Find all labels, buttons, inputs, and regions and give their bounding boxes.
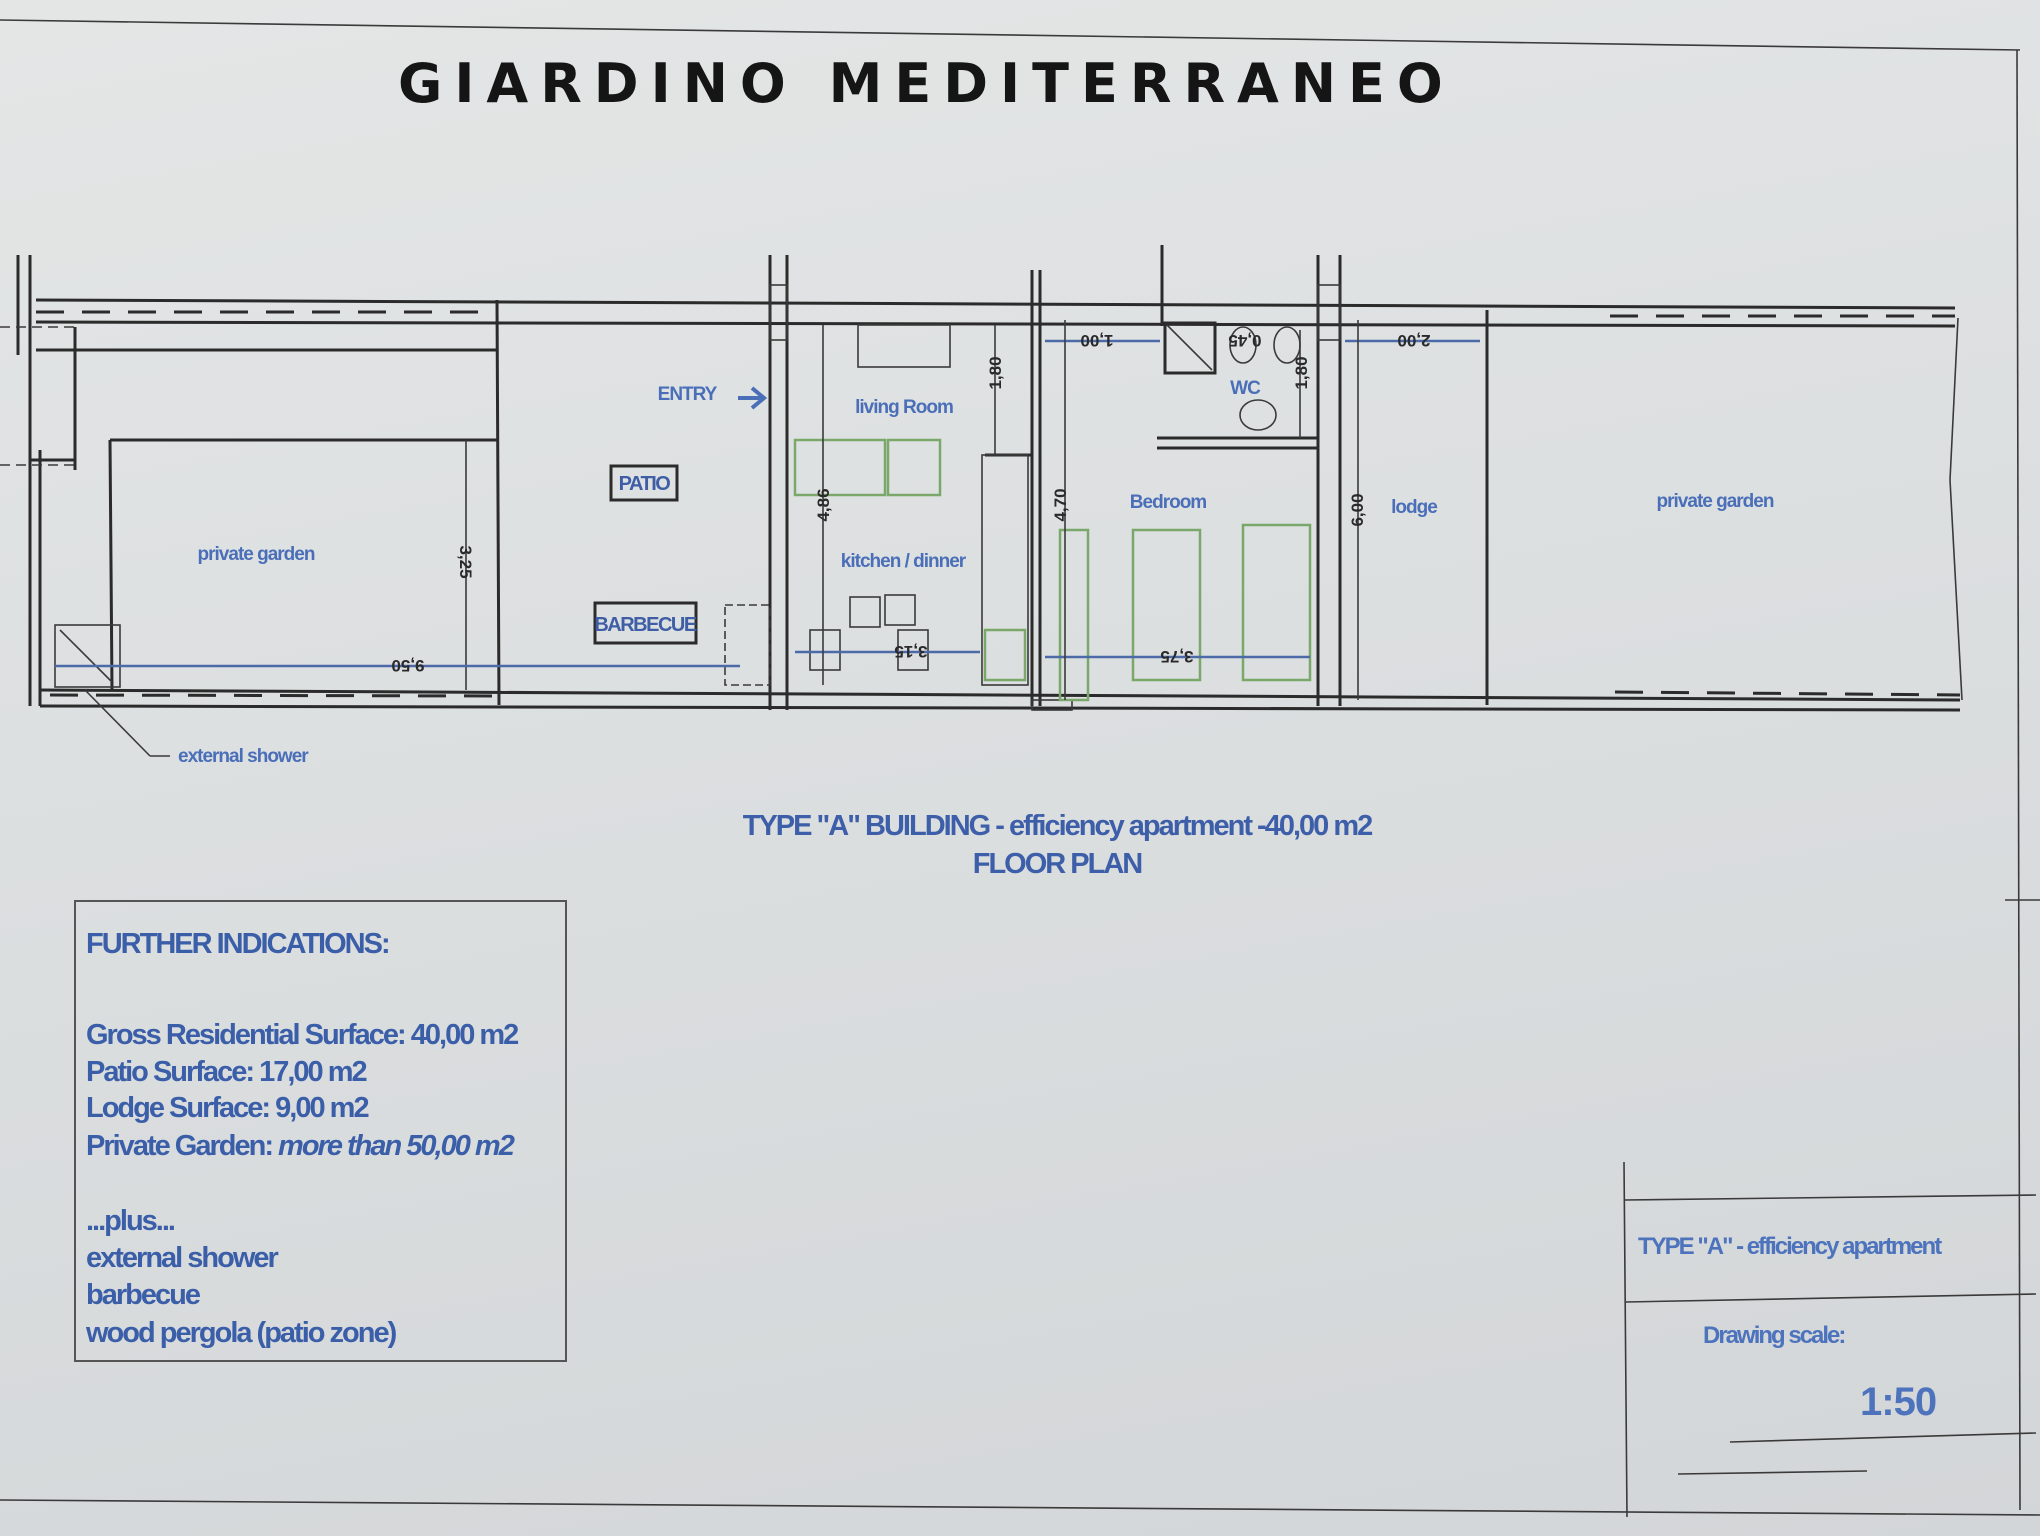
plus-line: ...plus... [86, 1205, 176, 1237]
patio-surface-value: 17,00 m2 [259, 1056, 368, 1088]
extra-item: external shower [86, 1242, 279, 1274]
furniture [54, 321, 1312, 757]
private-garden-value: more than 50,00 m2 [278, 1130, 515, 1162]
dim-lodge-depth: 6,00 [1348, 493, 1367, 526]
entry-label: ENTRY [658, 384, 718, 405]
dim-living-depth: 1,80 [986, 356, 1005, 389]
patio-surface-label: Patio Surface: [86, 1056, 255, 1088]
plan-subcaption: FLOOR PLAN [972, 848, 1144, 880]
lodge-surface-value: 9,00 m2 [275, 1092, 369, 1124]
plan-caption: TYPE "A" BUILDING - efficiency apartment… [742, 810, 1374, 842]
dim-bedroom-depth: 4,70 [1051, 488, 1070, 521]
room-label-wc: WC [1230, 378, 1261, 399]
private-garden-label: Private Garden: [86, 1130, 274, 1162]
private-garden-line: Private Garden: more than 50,00 m2 [86, 1130, 515, 1163]
patio-box [609, 464, 679, 502]
dim-bedroom-width: 3,75 [1160, 647, 1193, 666]
gross-surface-value: 40,00 m2 [410, 1019, 520, 1051]
dim-kitchen-depth: 4,86 [814, 488, 833, 521]
dim-hall-width: 1,00 [1080, 331, 1113, 350]
title-block-name: TYPE "A" - efficiency apartment [1638, 1233, 1942, 1260]
dim-kitchen-width: 3,15 [894, 642, 927, 661]
drawing-scale-value: 1:50 [1860, 1380, 1937, 1424]
lodge-surface-line: Lodge Surface: 9,00 m2 [86, 1092, 370, 1125]
dim-wc-width: 0,45 [1228, 331, 1261, 350]
dim-garden-depth: 3,25 [456, 545, 475, 578]
dim-wc-depth: 1,80 [1292, 356, 1311, 389]
walls [0, 245, 1963, 712]
patio-surface-line: Patio Surface: 17,00 m2 [86, 1056, 368, 1089]
dimension-lines [55, 320, 1480, 700]
further-indications-box: FURTHER INDICATIONS: Gross Residential S… [74, 900, 567, 1362]
gross-surface-line: Gross Residential Surface: 40,00 m2 [86, 1019, 520, 1052]
sheet-top-edge [0, 19, 2021, 51]
barbecue-box [593, 601, 698, 645]
room-label-bedroom: Bedroom [1130, 492, 1207, 513]
sheet-right-edge [2016, 49, 2021, 1511]
extra-item: barbecue [86, 1279, 201, 1311]
extra-item: wood pergola (patio zone) [86, 1317, 397, 1349]
dimension-labels: 9,50 3,25 4,86 1,80 3,15 4,70 1,00 0,45 … [391, 331, 1430, 675]
room-label-barbecue: BARBECUE [594, 614, 697, 636]
room-labels: private garden PATIO BARBECUE ENTRY livi… [150, 378, 1775, 767]
room-label-private-garden-left: private garden [198, 544, 315, 565]
sheet-bottom-edge [0, 1499, 2040, 1516]
external-shower-label: external shower [178, 746, 309, 767]
room-label-lodge: lodge [1391, 497, 1437, 518]
further-indications-heading: FURTHER INDICATIONS: [86, 928, 391, 960]
room-label-private-garden-right: private garden [1657, 491, 1774, 512]
lodge-surface-label: Lodge Surface: [86, 1092, 271, 1124]
entry-arrow-icon [738, 386, 768, 410]
room-label-kitchen: kitchen / dinner [841, 551, 967, 572]
dim-lodge-width: 2,00 [1397, 331, 1430, 350]
room-label-patio: PATIO [619, 473, 671, 495]
dim-garden-width: 9,50 [391, 656, 424, 675]
room-label-living-room: living Room [855, 397, 953, 418]
drawing-scale-label: Drawing scale: [1703, 1322, 1846, 1349]
title-block-frame [1623, 899, 2040, 1518]
document-title: GIARDINO MEDITERRANEO [398, 52, 1455, 115]
gross-surface-label: Gross Residential Surface: [86, 1019, 407, 1051]
